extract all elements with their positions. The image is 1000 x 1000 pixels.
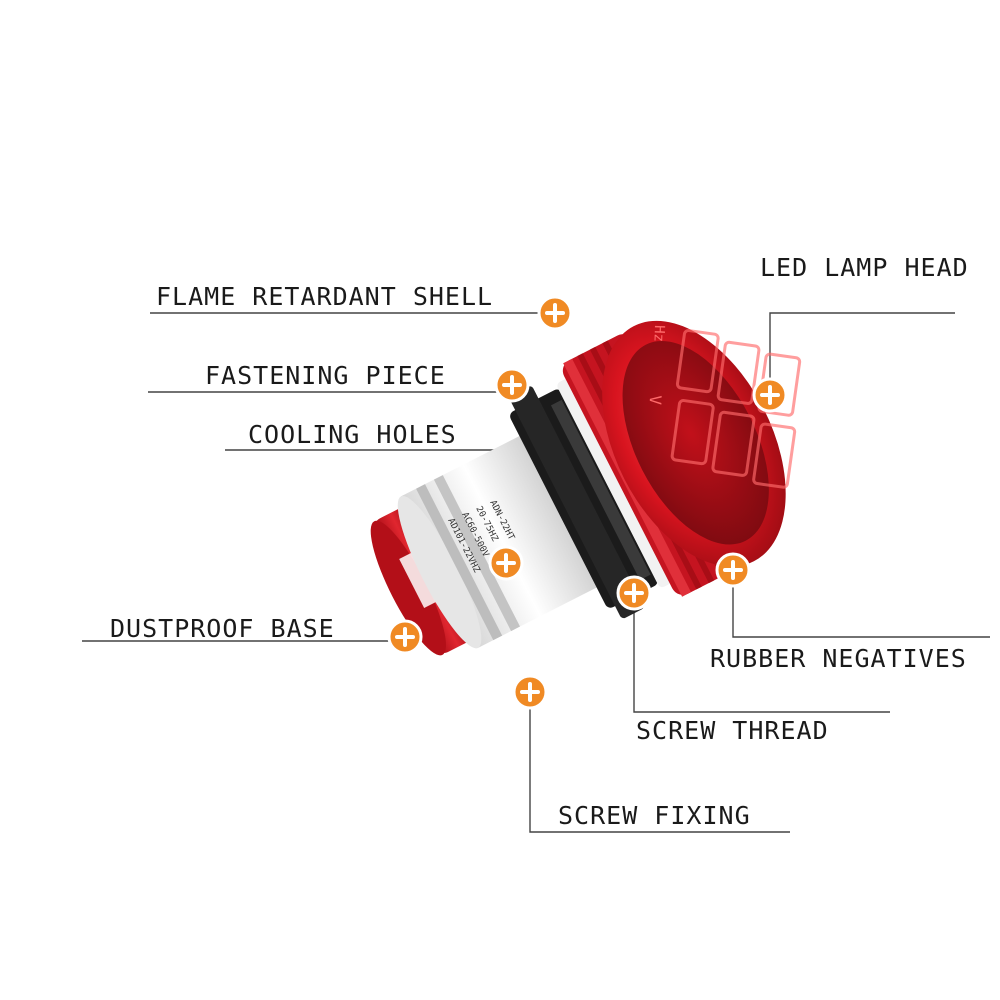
label-dustproof-base: DUSTPROOF BASE [110,614,335,643]
plus-in-circle-icon[interactable] [387,619,423,655]
indicator-device [370,320,786,656]
label-flame-retardant-shell: FLAME RETARDANT SHELL [156,282,494,311]
leader-screw-fixing [529,692,790,833]
label-fastening-piece: FASTENING PIECE [205,361,446,390]
label-screw-fixing: SCREW FIXING [558,801,751,830]
plus-in-circle-icon[interactable] [715,552,751,588]
display-unit-v: V [646,395,665,406]
plus-in-circle-icon[interactable] [616,575,652,611]
rubber-washer-shape [557,379,671,588]
plus-in-circle-icon[interactable] [494,367,530,403]
leader-screw-thread [633,593,890,713]
leader-lines [82,312,990,833]
plus-in-circle-icon[interactable] [512,674,548,710]
plus-in-circle-icon[interactable] [537,295,573,331]
leader-rubber-negatives [732,570,990,638]
leader-led-lamp-head [769,312,955,395]
display-window-shape [622,341,769,545]
label-screw-thread: SCREW THREAD [636,716,829,745]
hotspot-markers[interactable] [387,295,788,710]
led-display [670,329,802,489]
label-rubber-negatives: RUBBER NEGATIVES [710,644,967,673]
plus-in-circle-icon[interactable] [488,545,524,581]
label-led-lamp-head: LED LAMP HEAD [760,253,969,282]
black-nut-shape [509,386,658,619]
plus-in-circle-icon[interactable] [752,377,788,413]
display-unit-hz: Hz [650,325,667,342]
label-cooling-holes: COOLING HOLES [248,420,457,449]
